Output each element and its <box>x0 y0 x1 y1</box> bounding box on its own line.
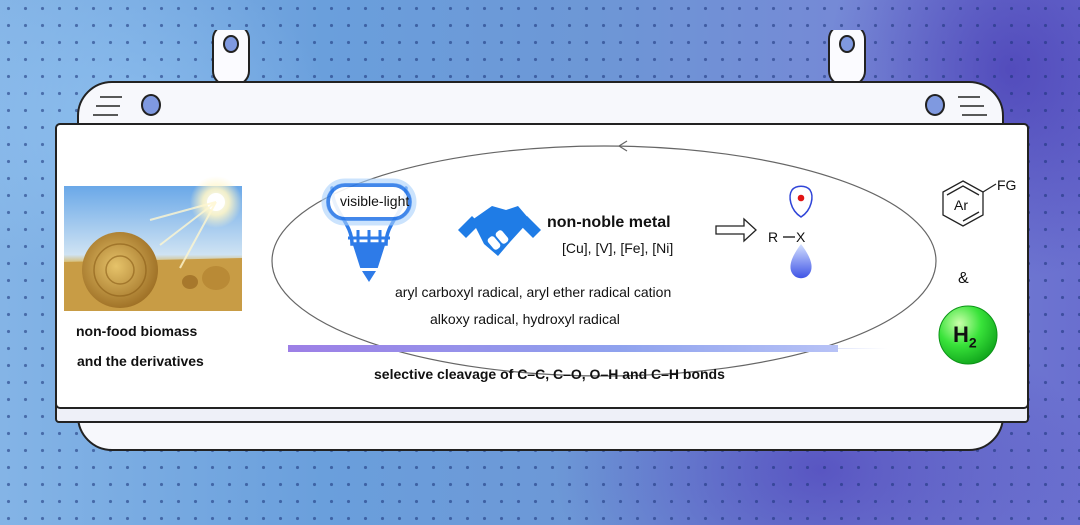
electron-drop <box>790 244 812 279</box>
ampersand: & <box>958 270 969 287</box>
h2-sphere <box>938 305 998 365</box>
biomass-caption-1: non-food biomass <box>76 323 198 339</box>
biomass-caption-2: and the derivatives <box>77 353 204 369</box>
main-board <box>55 123 1029 409</box>
radical-orbital <box>789 185 813 218</box>
radicals-line-2: alkoxy radical, hydroxyl radical <box>430 311 620 327</box>
bottom-caption: selective cleavage of C–C, C–O, O–H and … <box>374 366 725 382</box>
benzene-ring <box>942 180 997 227</box>
h2-label: H2 <box>953 322 977 350</box>
metal-title: non-noble metal <box>547 214 671 231</box>
substrate-r: R <box>768 229 779 245</box>
rivet-left <box>141 94 161 116</box>
visible-light-label: visible-light <box>340 193 410 209</box>
radical-dot <box>797 194 805 202</box>
cycle-arrowhead <box>617 140 628 152</box>
panel-graphics <box>55 30 1029 451</box>
panel-right-ticks <box>958 96 987 116</box>
light-bulb-icon <box>321 178 417 282</box>
reaction-cycle <box>271 145 937 377</box>
ring-label: Ar <box>954 197 968 213</box>
metal-list: [Cu], [V], [Fe], [Ni] <box>562 240 674 256</box>
h2-subscript: 2 <box>968 334 977 351</box>
hollow-arrow <box>715 217 757 243</box>
radicals-line-1: aryl carboxyl radical, aryl ether radica… <box>395 284 672 300</box>
panel-left-ticks <box>93 96 122 116</box>
diagram-panel: non-food biomass and the derivatives vis… <box>40 30 1040 505</box>
progress-arrow-shaft <box>288 345 838 352</box>
mount-tab-right <box>828 30 866 86</box>
mount-tab-left <box>212 30 250 86</box>
biomass-photo <box>64 176 242 311</box>
rivet-right <box>925 94 945 116</box>
handshake-icon <box>458 206 541 256</box>
fg-label: FG <box>997 177 1017 193</box>
h2-h: H <box>953 322 969 347</box>
substrate-x: X <box>796 229 806 245</box>
